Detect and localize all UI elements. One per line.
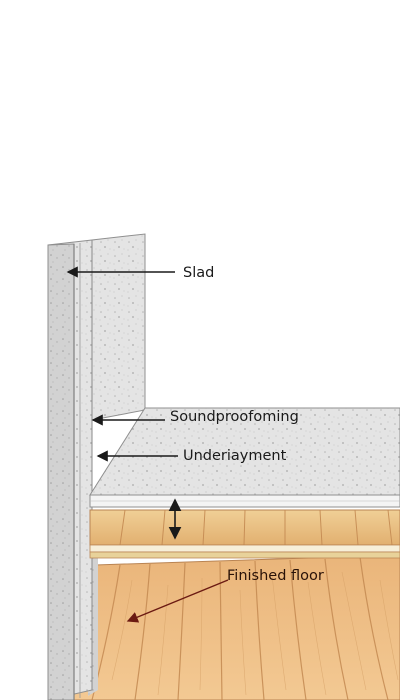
soundproofing-label: Soundproofoming: [170, 409, 299, 425]
slab-label: Slad: [183, 265, 214, 281]
finished-floor-label: Finished floor: [227, 568, 324, 584]
soundproofing-slab: [89, 407, 400, 508]
wood-plank-layer: [89, 509, 400, 559]
finished-floor-leader-arrow: [126, 579, 229, 623]
underlayment-label: Underiayment: [183, 448, 287, 464]
